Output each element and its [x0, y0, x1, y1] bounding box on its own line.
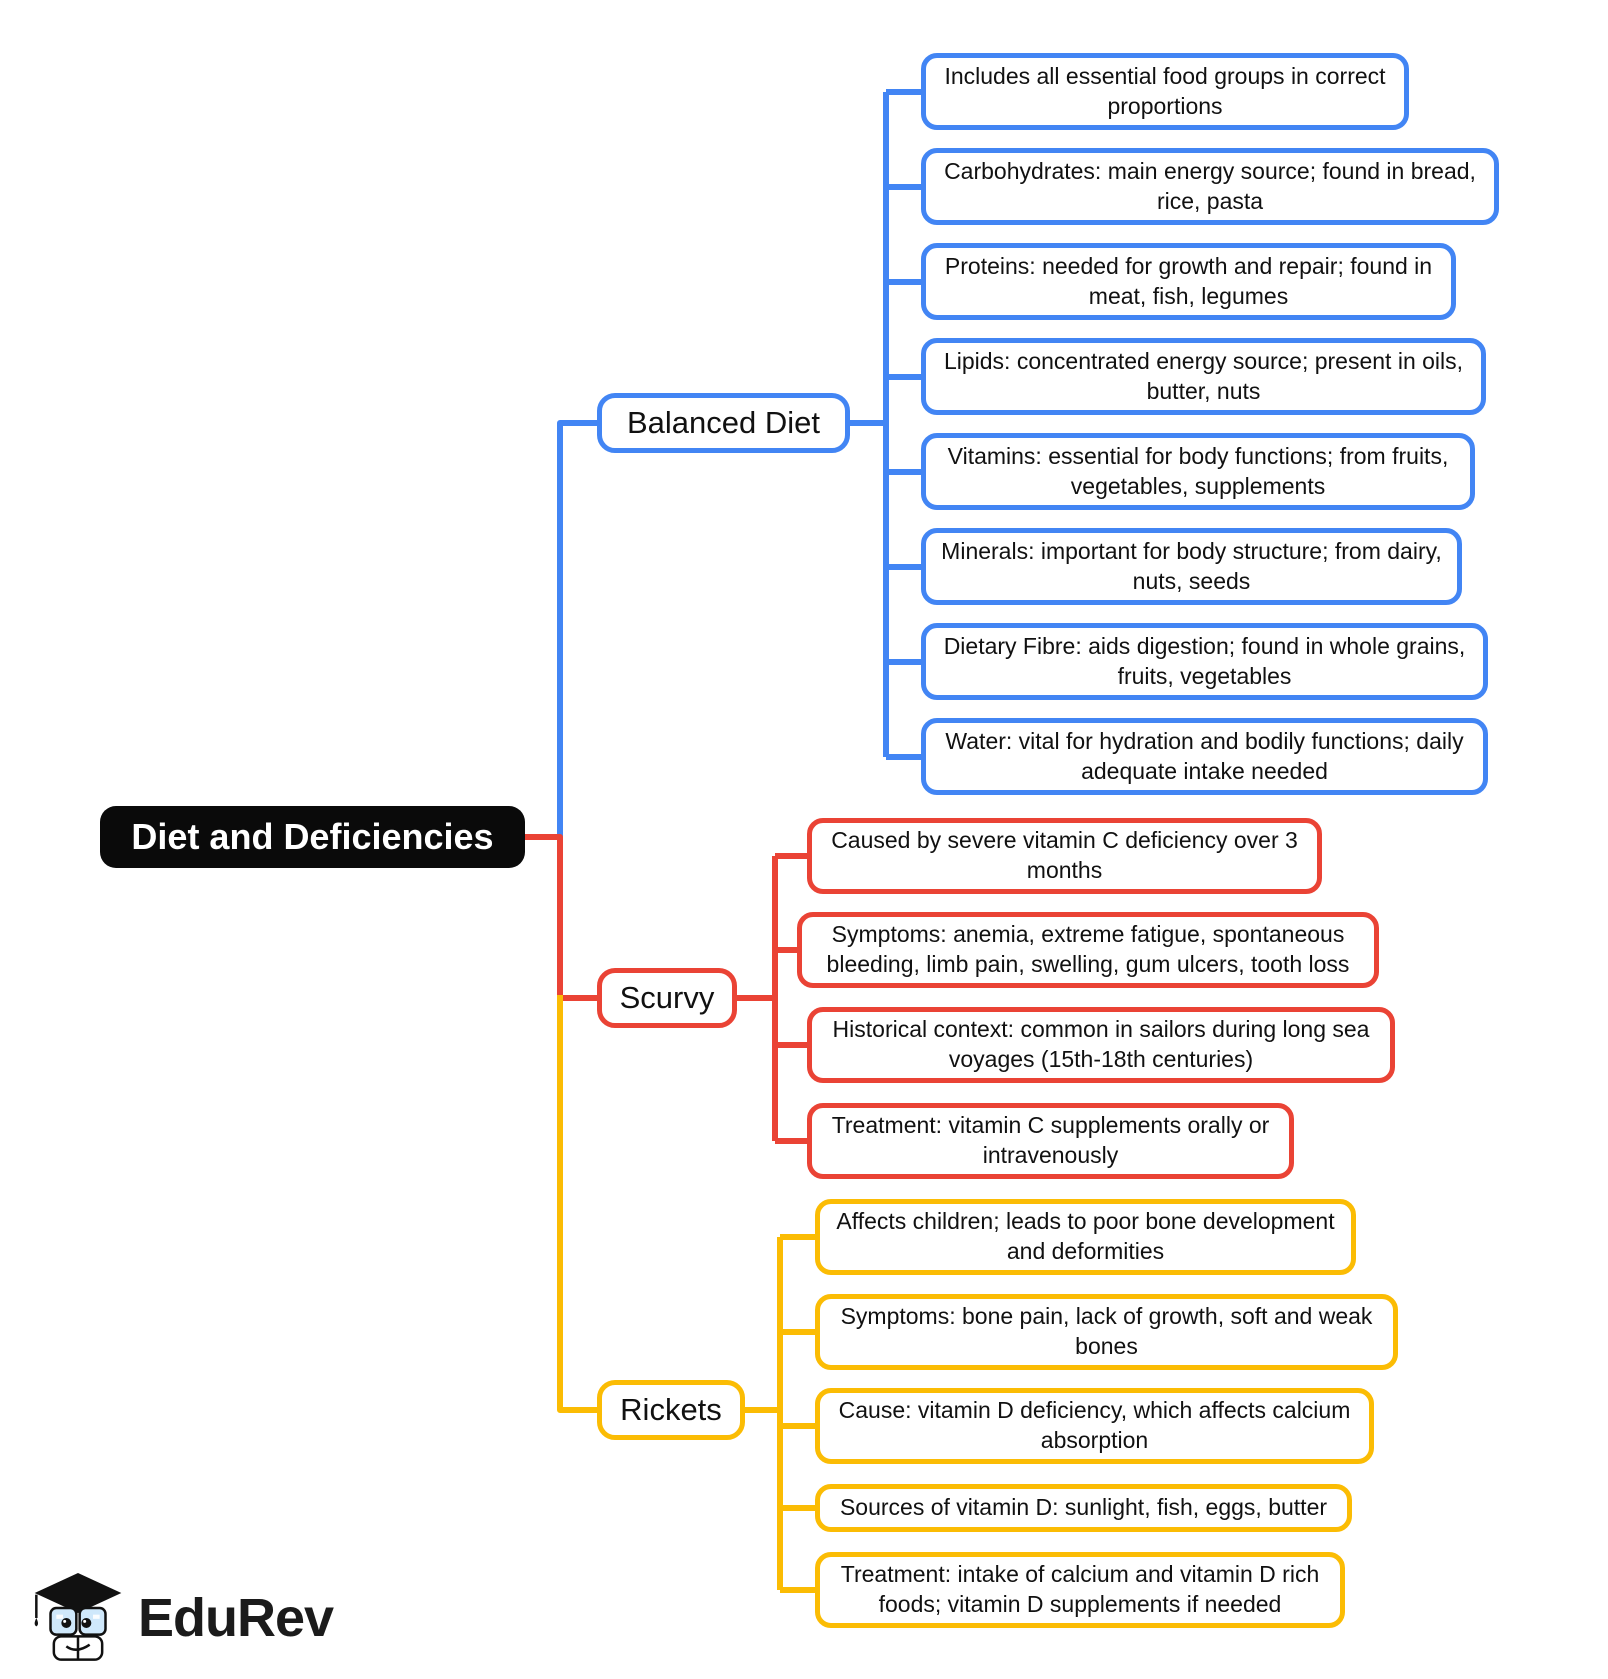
leaf-rickets-4[interactable]: Sources of vitamin D: sunlight, fish, eg… — [815, 1484, 1352, 1532]
rickets-connectors — [557, 995, 815, 1593]
edurev-logo-text: EduRev — [138, 1588, 334, 1648]
leaf-balanced-diet-8[interactable]: Water: vital for hydration and bodily fu… — [921, 718, 1488, 795]
leaf-scurvy-1[interactable]: Caused by severe vitamin C deficiency ov… — [807, 818, 1322, 894]
leaf-balanced-diet-5[interactable]: Vitamins: essential for body functions; … — [921, 433, 1475, 510]
leaf-scurvy-3[interactable]: Historical context: common in sailors du… — [807, 1007, 1395, 1083]
branch-node-scurvy[interactable]: Scurvy — [597, 968, 737, 1028]
leaf-rickets-5[interactable]: Treatment: intake of calcium and vitamin… — [815, 1552, 1345, 1628]
edurev-logo: EduRev — [28, 1568, 334, 1668]
branch-node-rickets[interactable]: Rickets — [597, 1380, 745, 1440]
leaf-balanced-diet-3[interactable]: Proteins: needed for growth and repair; … — [921, 243, 1456, 320]
leaf-rickets-2[interactable]: Symptoms: bone pain, lack of growth, sof… — [815, 1294, 1398, 1370]
leaf-balanced-diet-4[interactable]: Lipids: concentrated energy source; pres… — [921, 338, 1486, 415]
leaf-rickets-3[interactable]: Cause: vitamin D deficiency, which affec… — [815, 1388, 1374, 1464]
branch-node-balanced-diet[interactable]: Balanced Diet — [597, 393, 850, 453]
scurvy-connectors — [525, 834, 807, 1144]
balanced-diet-connectors — [557, 89, 921, 837]
leaf-balanced-diet-1[interactable]: Includes all essential food groups in co… — [921, 53, 1409, 130]
leaf-scurvy-4[interactable]: Treatment: vitamin C supplements orally … — [807, 1103, 1294, 1179]
leaf-balanced-diet-7[interactable]: Dietary Fibre: aids digestion; found in … — [921, 623, 1488, 700]
root-node-diet-and-deficiencies[interactable]: Diet and Deficiencies — [100, 806, 525, 868]
leaf-balanced-diet-2[interactable]: Carbohydrates: main energy source; found… — [921, 148, 1499, 225]
leaf-rickets-1[interactable]: Affects children; leads to poor bone dev… — [815, 1199, 1356, 1275]
leaf-scurvy-2[interactable]: Symptoms: anemia, extreme fatigue, spont… — [797, 912, 1379, 988]
leaf-balanced-diet-6[interactable]: Minerals: important for body structure; … — [921, 528, 1462, 605]
edurev-mascot-icon — [34, 1573, 122, 1661]
